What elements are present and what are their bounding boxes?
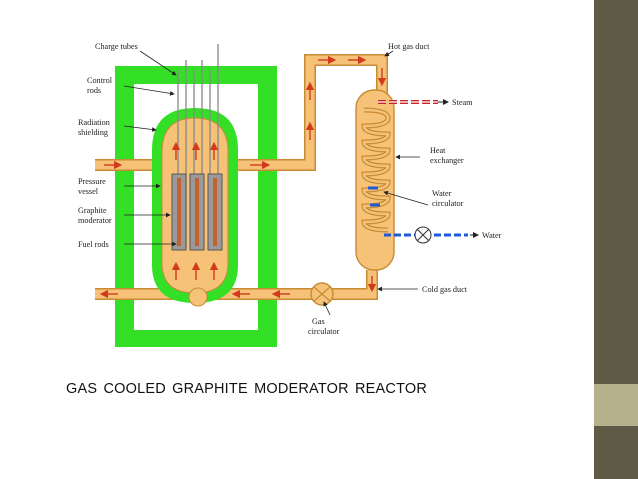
label-radiation-shielding-1: Radiation: [78, 118, 110, 127]
label-water-circulator-1: Water: [432, 189, 452, 198]
label-pressure-vessel-1: Pressure: [78, 177, 106, 186]
heat-exchanger: [355, 89, 395, 271]
water-circulator: [414, 226, 432, 244]
label-water-circulator-2: circulator: [432, 199, 464, 208]
flow-arrows: [99, 55, 387, 299]
label-hot-gas-duct: Hot gas duct: [388, 42, 430, 51]
label-control-rods-2: rods: [87, 86, 101, 95]
label-control-rods-1: Control: [87, 76, 113, 85]
label-cold-gas-duct: Cold gas duct: [422, 285, 468, 294]
label-heat-exchanger-1: Heat: [430, 146, 446, 155]
label-radiation-shielding-2: shielding: [78, 128, 108, 137]
label-graphite-moderator-2: moderator: [78, 216, 112, 225]
diagram-labels: Charge tubes Control rods Radiation shie…: [78, 42, 502, 336]
fuel-rods: [177, 178, 217, 246]
label-gas-circulator-1: Gas: [312, 317, 325, 326]
side-accent: [594, 384, 638, 426]
label-pressure-vessel-2: vessel: [78, 187, 99, 196]
label-charge-tubes: Charge tubes: [95, 42, 138, 51]
label-graphite-moderator-1: Graphite: [78, 206, 107, 215]
label-water: Water: [482, 231, 502, 240]
leader-lines: [123, 50, 429, 316]
label-heat-exchanger-2: exchanger: [430, 156, 464, 165]
label-steam: Steam: [452, 98, 473, 107]
label-gas-circulator-2: circulator: [308, 327, 340, 336]
label-fuel-rods: Fuel rods: [78, 240, 109, 249]
slide-caption: GAS COOLED GRAPHITE MODERATOR REACTOR: [66, 381, 428, 397]
gas-circulator: [310, 282, 334, 306]
reactor-diagram: Charge tubes Control rods Radiation shie…: [78, 42, 502, 347]
